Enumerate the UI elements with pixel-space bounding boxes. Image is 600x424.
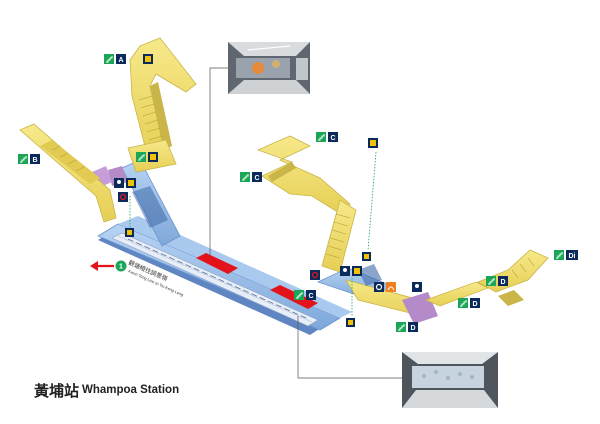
toilet-icon <box>343 268 347 272</box>
svg-text:B: B <box>32 157 37 164</box>
wheelchair-icon <box>119 193 127 201</box>
exit-d-badge: D <box>396 322 418 332</box>
accessible-badge <box>118 192 128 202</box>
svg-text:Di: Di <box>569 253 576 260</box>
lift-icon <box>128 180 134 186</box>
leader-lines <box>129 151 377 316</box>
toilet-icon <box>117 180 121 184</box>
lift-icon <box>364 254 369 259</box>
platform-number-badge <box>115 260 127 272</box>
svg-text:D: D <box>472 301 477 308</box>
exit-di-badge: Di <box>554 250 578 260</box>
toilet-icon <box>415 284 419 288</box>
lift-icon <box>354 268 360 274</box>
west-concourse <box>92 159 181 247</box>
exit-c1-badge: C <box>316 132 338 142</box>
wheelchair-icon <box>375 283 383 291</box>
lift-icon <box>348 320 353 325</box>
train <box>111 232 319 327</box>
exit-d1-badge: D <box>458 298 480 308</box>
svg-text:C: C <box>308 293 313 300</box>
walkway-exit-a <box>127 37 197 173</box>
exit-b-badge: B <box>18 154 40 164</box>
photo-callout-lines <box>209 67 402 379</box>
svg-text:D: D <box>500 279 505 286</box>
exit-stair-icon <box>242 174 249 181</box>
center-facility-badges: C <box>294 252 422 327</box>
exit-stair-icon <box>460 300 467 307</box>
exit-ab-lower-badges <box>114 152 158 237</box>
exit-stair-icon <box>296 292 303 299</box>
station-title-en: Whampoa Station <box>82 384 180 396</box>
exit-a-lift-badge <box>143 54 153 64</box>
exit-d2-badge: D <box>486 276 508 286</box>
lift-icon <box>370 140 376 146</box>
exit-stair-icon <box>398 324 405 331</box>
wheelchair-icon <box>311 271 319 279</box>
exit-c-lift-top <box>368 138 378 148</box>
exit-stair-icon <box>138 154 145 161</box>
accessible-badge <box>310 270 320 280</box>
platform-number: 1 <box>119 264 123 271</box>
lift-icon <box>127 230 132 235</box>
exit-stair-icon <box>20 156 27 163</box>
walkway-exit-c <box>256 135 357 273</box>
exit-stair-icon <box>556 252 563 259</box>
accessible-badge <box>374 282 384 292</box>
walkway-exit-b <box>19 123 117 223</box>
exit-a-badge: A <box>104 54 126 64</box>
lift-icon <box>150 154 156 160</box>
concourse-photo-bottom <box>402 352 498 408</box>
exit-stair-icon <box>318 134 325 141</box>
concourse-photo-top <box>228 42 310 94</box>
svg-text:D: D <box>410 325 415 332</box>
exit-stair-icon <box>106 56 113 63</box>
platform <box>97 216 352 335</box>
lift-icon <box>145 56 151 62</box>
svg-text:A: A <box>118 57 123 64</box>
svg-text:C: C <box>254 175 259 182</box>
exit-stair-icon <box>488 278 495 285</box>
platform-red-marker-1 <box>196 253 238 274</box>
svg-text:C: C <box>330 135 335 142</box>
ticket-machine-icon <box>387 286 395 291</box>
station-title-cn: 黃埔站 <box>34 382 80 400</box>
exit-c2-badge: C <box>240 172 262 182</box>
